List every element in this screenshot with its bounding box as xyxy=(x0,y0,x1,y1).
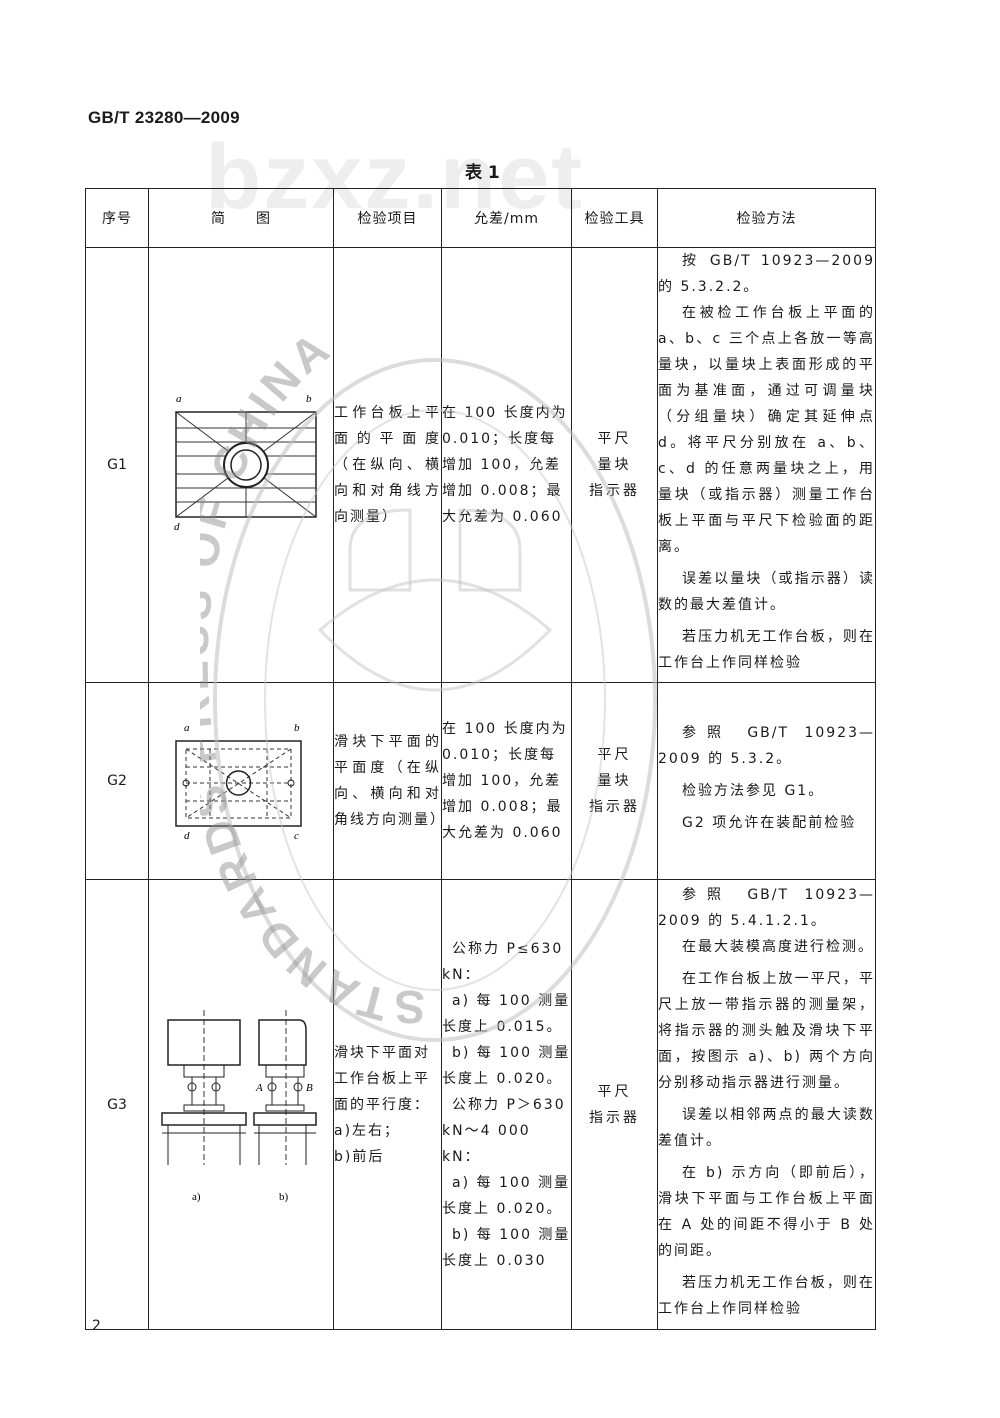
tool-label: 指示器 xyxy=(589,1109,640,1126)
col-header-seq: 序号 xyxy=(85,188,149,248)
seq-cell: G2 xyxy=(85,682,149,880)
item-cell: 工作台板上平面的平面度（在纵向、横向和对角线方向测量） xyxy=(333,247,442,683)
method-paragraph: 参照 GB/T 10923—2009 的 5.4.1.2.1。 xyxy=(658,886,875,929)
tool-label: 量块 xyxy=(597,773,632,789)
method-paragraph: 检验方法参见 G1。 xyxy=(682,783,825,799)
diagram-label: d xyxy=(184,830,190,842)
diagram-label: a xyxy=(184,722,190,734)
tolerance-text: 公称力 P≤630 kN： xyxy=(442,940,564,983)
worktable-flatness-diagram: a b d xyxy=(174,393,317,533)
slide-flatness-diagram: a b d c xyxy=(174,722,302,842)
method-paragraph: 若压力机无工作台板，则在工作台上作同样检验 xyxy=(658,629,875,671)
method-paragraph: 在工作台板上放一平尺，平尺上放一带指示器的测量架，将指示器的测头触及滑块下平面，… xyxy=(658,970,875,1091)
item-text: a)左右； xyxy=(334,1122,401,1139)
col-header-item: 检验项目 xyxy=(333,188,442,248)
item-cell: 滑块下平面的平面度（在纵向、横向和对角线方向测量） xyxy=(333,682,444,880)
tolerance-text: a) 每 100 测量长度上 0.015。 xyxy=(442,992,571,1035)
col-header-tolerance: 允差/mm xyxy=(441,188,572,248)
seq-cell: G1 xyxy=(85,247,149,683)
table-row-g1: G1 a b d xyxy=(85,247,876,683)
table-title: 表 1 xyxy=(465,163,500,183)
tool-label: 指示器 xyxy=(589,483,640,499)
diagram-cell: a b d xyxy=(148,247,334,683)
col-header-diagram: 简 图 xyxy=(148,188,334,248)
method-paragraph: 在被检工作台板上平面的 a、b、c 三个点上各放一等高量块，以量块上表面形成的平… xyxy=(658,305,875,555)
view-b-drawing: A B b) xyxy=(252,1009,317,1203)
tools-cell: 平尺 量块 指示器 xyxy=(571,247,658,683)
method-paragraph: 按 GB/T 10923—2009 的 5.3.2.2。 xyxy=(658,253,875,295)
tolerance-text: 在 100 长度内为 0.010；长度每增加 100，允差增加 0.008；最大… xyxy=(442,721,568,841)
diagram-label: b xyxy=(294,722,300,734)
tolerance-text: b) 每 100 测量长度上 0.030 xyxy=(442,1226,571,1269)
method-paragraph: 在 b) 示方向（即前后），滑块下平面与工作台板上平面在 A 处的间距不得小于 … xyxy=(658,1164,875,1259)
tolerance-cell: 在 100 长度内为 0.010；长度每增加 100，允差增加 0.008；最大… xyxy=(441,247,572,683)
tool-label: 指示器 xyxy=(589,799,640,815)
diagram-label: b xyxy=(306,393,312,405)
method-cell: 按 GB/T 10923—2009 的 5.3.2.2。 在被检工作台板上平面的… xyxy=(657,247,876,683)
diagram-label: B xyxy=(306,1082,313,1094)
diagram-cell: a) A B xyxy=(148,879,334,1330)
item-text: 滑块下平面对工作台板上平面的平行度： xyxy=(334,1044,430,1113)
diagram-cell: a b d c xyxy=(148,682,334,880)
tools-cell: 平尺 量块 指示器 xyxy=(571,682,658,880)
diagram-label: A xyxy=(255,1082,263,1094)
col-header-method: 检验方法 xyxy=(657,188,876,248)
inspection-table: 序号 简 图 检验项目 允差/mm 检验工具 检验方法 G1 a b d xyxy=(85,188,876,1330)
view-a-drawing: a) xyxy=(160,1009,247,1203)
tolerance-text: 公称力 P＞630 kN～4 000 kN： xyxy=(442,1096,566,1165)
tolerance-cell: 公称力 P≤630 kN： a) 每 100 测量长度上 0.015。 b) 每… xyxy=(441,879,572,1330)
col-header-tools: 检验工具 xyxy=(571,188,658,248)
tolerance-text: b) 每 100 测量长度上 0.020。 xyxy=(442,1044,571,1087)
method-paragraph: 若压力机无工作台板，则在工作台上作同样检验 xyxy=(658,1274,875,1317)
slide-parallelism-diagram: a) A B xyxy=(160,1009,317,1203)
tolerance-text: 在 100 长度内为 0.010；长度每增加 100，允差增加 0.008；最大… xyxy=(442,405,568,525)
tool-label: 平尺 xyxy=(597,431,632,447)
tolerance-cell: 在 100 长度内为 0.010；长度每增加 100，允差增加 0.008；最大… xyxy=(441,682,572,880)
method-paragraph: 误差以相邻两点的最大读数差值计。 xyxy=(658,1106,875,1149)
method-paragraph: 误差以量块（或指示器）读数的最大差值计。 xyxy=(658,571,875,613)
item-text: b)前后 xyxy=(334,1148,385,1165)
item-cell: 滑块下平面对工作台板上平面的平行度： a)左右； b)前后 xyxy=(333,879,442,1330)
diagram-label: c xyxy=(294,830,299,842)
standard-code: GB/T 23280—2009 xyxy=(88,108,240,127)
method-paragraph: 参照 GB/T 10923—2009 的 5.3.2。 xyxy=(658,725,875,767)
seq-cell: G3 xyxy=(85,879,149,1330)
table-header-row: 序号 简 图 检验项目 允差/mm 检验工具 检验方法 xyxy=(85,188,876,248)
tool-label: 平尺 xyxy=(597,747,632,763)
table-row-g3: G3 xyxy=(85,879,876,1330)
table-row-g2: G2 a b d c xyxy=(85,682,876,880)
method-paragraph: G2 项允许在装配前检验 xyxy=(682,815,857,831)
tool-label: 量块 xyxy=(597,457,632,473)
tolerance-text: a) 每 100 测量长度上 0.020。 xyxy=(442,1174,571,1217)
diagram-label: d xyxy=(174,521,180,533)
diagram-label: a xyxy=(176,393,182,405)
tools-cell: 平尺 指示器 xyxy=(571,879,658,1330)
tool-label: 平尺 xyxy=(597,1083,632,1100)
diagram-label: a) xyxy=(192,1191,201,1203)
diagram-label: b) xyxy=(279,1191,289,1203)
method-cell: 参照 GB/T 10923—2009 的 5.3.2。 检验方法参见 G1。 G… xyxy=(657,682,876,880)
method-cell: 参照 GB/T 10923—2009 的 5.4.1.2.1。 在最大装模高度进… xyxy=(657,879,876,1330)
method-paragraph: 在最大装模高度进行检测。 xyxy=(682,938,874,955)
